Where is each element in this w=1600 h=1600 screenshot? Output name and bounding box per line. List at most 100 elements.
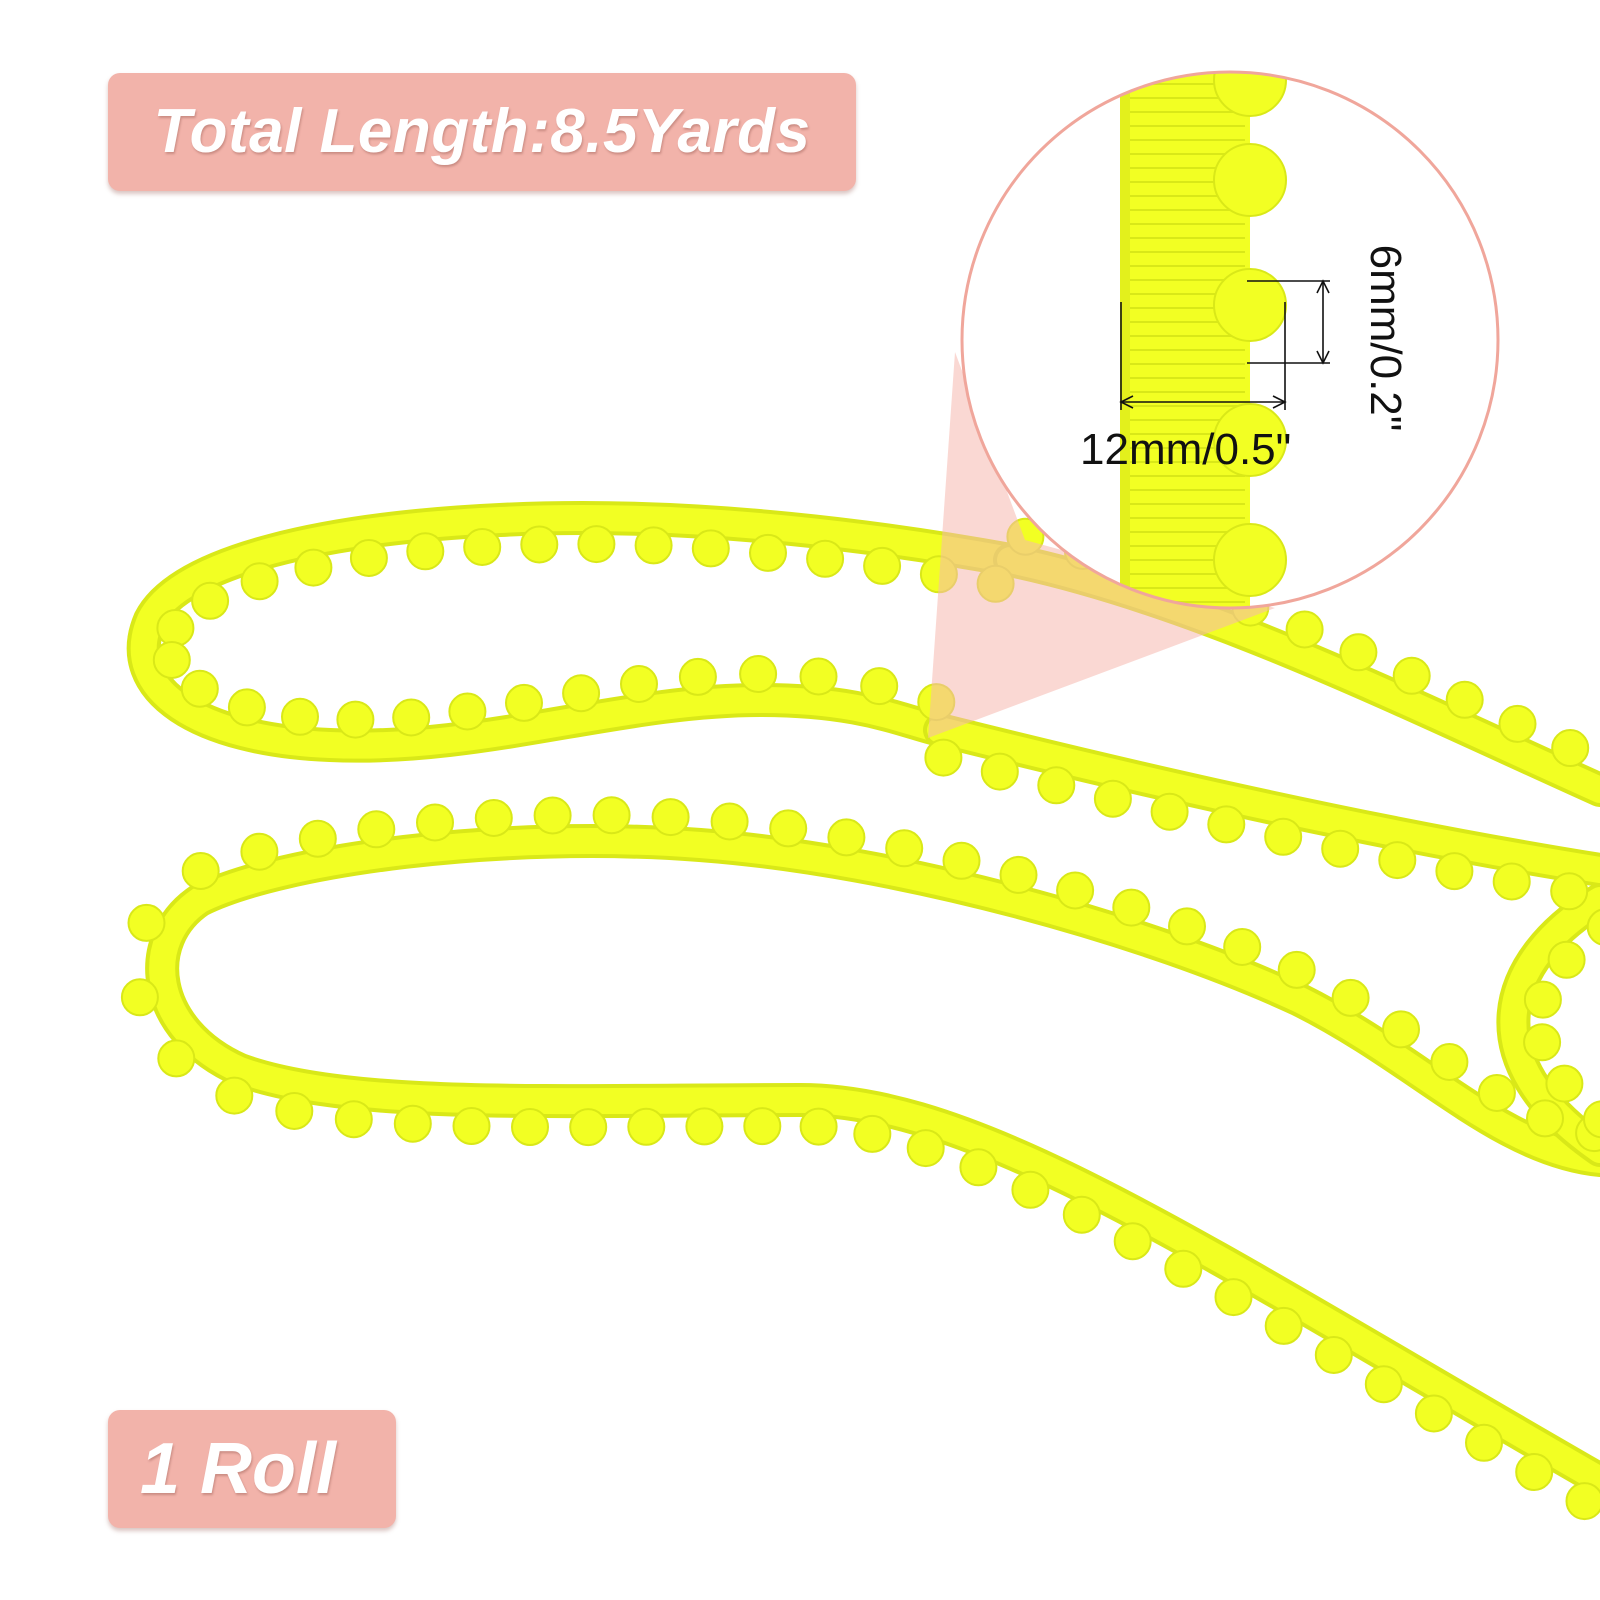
quantity-badge: 1 Roll — [108, 1410, 396, 1528]
pom-pom-ball — [1547, 940, 1586, 979]
zoom-pom-pom-ball — [1213, 72, 1287, 117]
pom-pom-ball — [463, 528, 502, 566]
pom-pom-ball — [1364, 1365, 1403, 1404]
pom-pom-ball — [474, 799, 513, 837]
pom-pom-ball — [1378, 841, 1417, 880]
zoom-pom-poms — [1213, 72, 1287, 597]
pom-pom-ball — [634, 526, 673, 565]
pom-pom-ball — [1321, 829, 1360, 868]
pom-pom-ball — [505, 683, 543, 722]
zoom-trim-edge — [1120, 72, 1130, 608]
pom-pom-ball — [1093, 779, 1132, 818]
pom-pom-ball — [1498, 704, 1537, 743]
pom-pom-ball — [1285, 610, 1324, 649]
pom-pom-ball — [157, 1039, 196, 1078]
pom-pom-ball — [1586, 908, 1600, 946]
pom-pom-ball — [685, 1107, 724, 1146]
pom-pom-ball — [240, 832, 279, 871]
pom-pom-ball — [392, 698, 431, 737]
pom-pom-ball — [906, 1129, 945, 1168]
pom-pom-ball — [799, 1107, 838, 1146]
pom-pom-ball — [806, 539, 845, 578]
pom-pom-ball — [999, 855, 1038, 894]
pom-pom-ball — [1264, 1306, 1303, 1345]
pom-pom-ball — [1545, 1064, 1584, 1103]
pom-pom-ball — [1435, 852, 1474, 891]
pom-pom-ball — [1150, 792, 1189, 831]
pom-pom-ball — [1339, 633, 1378, 672]
pom-pom-ball — [1392, 656, 1431, 695]
pom-pom-ball — [620, 665, 658, 703]
zoom-pom-pom-ball — [1213, 143, 1287, 217]
pom-pom-ball — [1112, 888, 1151, 927]
width-dimension-label: 12mm/0.5" — [1080, 425, 1292, 474]
pom-pom-ball — [1113, 1222, 1152, 1261]
pom-pom-ball — [1037, 766, 1076, 805]
pom-pom-ball — [393, 1104, 432, 1143]
pom-pom-ball — [406, 532, 445, 571]
pom-pom-ball — [1515, 1453, 1554, 1491]
pom-pom-ball — [749, 533, 787, 572]
pom-pom-ball — [562, 674, 601, 713]
zoom-callout-pointer — [928, 352, 1275, 738]
pom-pom-ball — [511, 1108, 549, 1146]
pom-pom-ball — [942, 841, 981, 880]
pom-pom-ball — [1523, 1023, 1562, 1062]
pom-pom-ball — [298, 819, 337, 858]
zoom-pom-pom-ball — [1213, 268, 1287, 342]
pom-pom-ball — [1214, 1278, 1253, 1317]
pom-pom-ball — [275, 1092, 314, 1130]
dimension-lines — [1119, 279, 1330, 410]
pom-pom-ball — [1526, 1099, 1564, 1138]
pom-pom-ball — [349, 539, 388, 577]
pom-pom-ball — [691, 529, 730, 568]
pom-pom-ball — [1264, 817, 1303, 856]
pom-pom-ball — [1382, 1010, 1420, 1049]
pom-pom-ball — [215, 1076, 254, 1115]
pom-pom-ball — [281, 697, 319, 736]
pom-pom-ball — [227, 688, 266, 727]
pom-pom-ball — [1465, 1423, 1503, 1462]
pom-pom-ball — [416, 803, 454, 842]
pom-pom-ball — [334, 1100, 373, 1139]
pom-pom-ball — [577, 525, 616, 564]
trim-band — [130, 505, 1023, 759]
height-dimension-label: 6mm/0.2" — [1361, 244, 1410, 432]
pom-pom-ball — [1062, 1195, 1101, 1234]
pom-pom-ball — [799, 657, 838, 696]
pom-pom-ball — [191, 581, 230, 620]
pom-pom-ball — [1331, 978, 1370, 1017]
pom-pom-ball — [853, 1114, 892, 1153]
pom-pom-ball — [181, 852, 220, 890]
pom-pom-ball — [860, 667, 899, 706]
pom-pom-ball — [1223, 928, 1262, 966]
pom-pom-ball — [1523, 980, 1562, 1019]
pom-pom-ball — [1477, 1074, 1516, 1112]
pom-pom-ball — [1011, 1170, 1050, 1209]
pom-pom-ball — [1565, 1482, 1600, 1521]
pom-pom-ball — [1430, 1043, 1469, 1081]
pom-pom-ball — [1492, 862, 1531, 901]
pom-pom-ball — [152, 641, 191, 679]
pom-pom-ball — [769, 809, 808, 848]
zoom-detail — [1120, 72, 1287, 608]
pom-pom-ball — [1414, 1394, 1453, 1433]
pom-pom-ball — [1207, 805, 1246, 844]
pom-pom-ball — [1550, 872, 1589, 911]
pom-pom-ball — [1551, 729, 1590, 767]
zoom-circle-border — [960, 70, 1500, 610]
trim-ribbon — [126, 501, 1600, 1497]
total-length-badge: Total Length:8.5Yards — [108, 73, 856, 191]
pom-pom-ball — [678, 657, 717, 696]
pom-pom-ball — [739, 655, 778, 693]
pom-pom-ball — [1277, 950, 1316, 989]
zoom-pom-pom-ball — [1213, 403, 1287, 477]
pom-pom-balls — [120, 517, 1600, 1521]
pom-pom-ball — [452, 1107, 491, 1145]
pom-pom-ball — [827, 818, 866, 857]
pom-pom-ball — [959, 1148, 998, 1187]
pom-pom-ball — [1168, 907, 1206, 946]
pom-pom-ball — [448, 692, 487, 731]
